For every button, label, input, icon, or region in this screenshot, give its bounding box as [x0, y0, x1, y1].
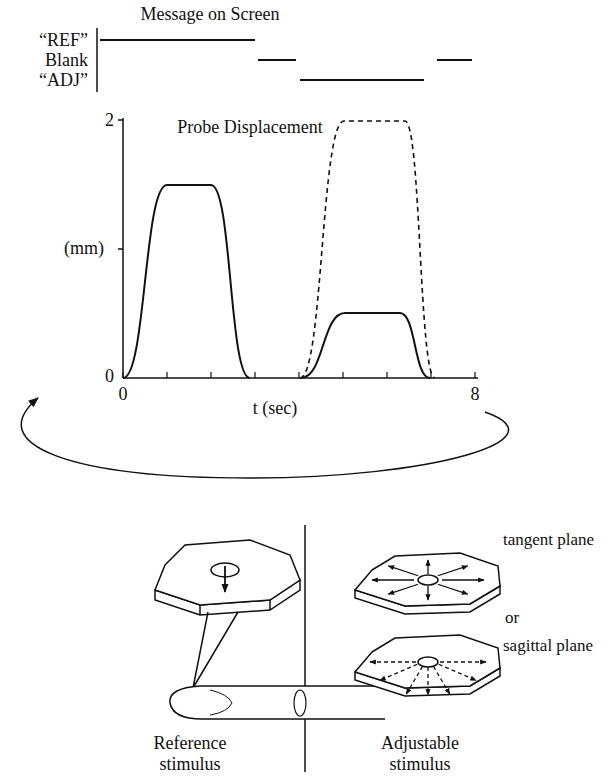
axis-tick-label: 8 [471, 384, 480, 405]
axis-tick-label: 0 [105, 366, 114, 387]
reference-stimulus-figure [155, 540, 385, 719]
panel-title: Probe Displacement [177, 117, 322, 138]
connector-word: or [505, 608, 519, 628]
message-label: “REF” [39, 30, 88, 51]
repeat-loop-arrow [21, 398, 508, 478]
message-label: Blank [45, 50, 88, 71]
displacement-chart [118, 118, 478, 378]
message-timeline [97, 28, 472, 92]
axis-title: t (sec) [253, 398, 297, 419]
axis-tick-label: 2 [105, 110, 114, 131]
plane-label: sagittal plane [503, 636, 593, 656]
figure-caption: Adjustable stimulus [365, 733, 475, 774]
figure-caption: Reference stimulus [135, 733, 245, 774]
panel-title: Message on Screen [141, 4, 280, 25]
axis-tick-label: 0 [119, 384, 128, 405]
plane-label: tangent plane [503, 530, 594, 550]
divider-line [304, 525, 306, 772]
message-label: “ADJ” [39, 70, 88, 91]
adjustable-stimulus-figure [355, 553, 500, 696]
axis-unit: (mm) [64, 238, 104, 259]
